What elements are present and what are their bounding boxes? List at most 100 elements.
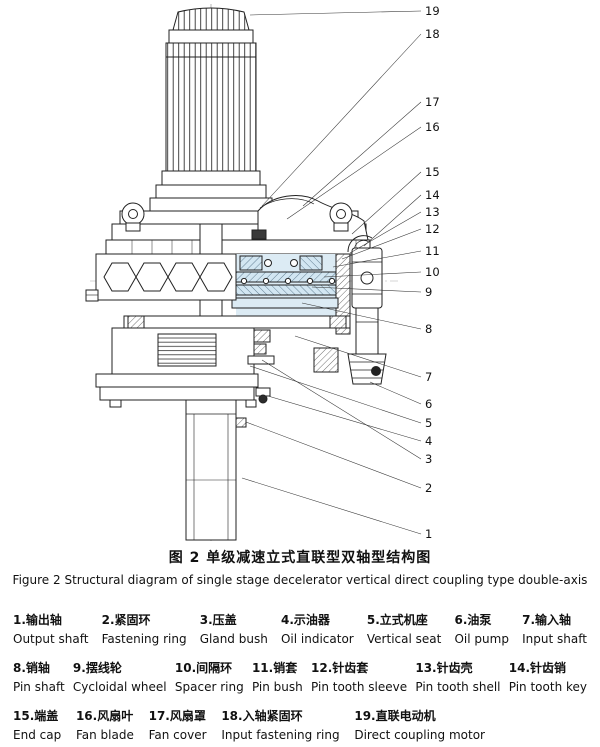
direct-coupling-motor	[149, 7, 273, 212]
legend-item-10: 10.间隔环 Spacer ring	[175, 659, 244, 694]
legend-row-2: 8.销轴 Pin shaft 9.摆线轮 Cycloidal wheel 10.…	[13, 659, 587, 694]
legend-item-16: 16.风扇叶 Fan blade	[76, 707, 134, 742]
legend-label-en: Input shaft	[522, 632, 587, 646]
legend-item-2: 2.紧固环 Fastening ring	[102, 611, 187, 646]
output-shaft	[185, 399, 237, 541]
oil-pump	[347, 235, 387, 385]
legend-label-zh: 12.针齿套	[311, 661, 369, 675]
legend-item-18: 18.入轴紧固环 Input fastening ring	[221, 707, 339, 742]
legend-label-zh: 14.针齿销	[508, 661, 567, 675]
drain-plug	[85, 289, 99, 302]
legend-label-en: Input fastening ring	[221, 728, 340, 742]
lower-housing	[111, 327, 255, 375]
legend-label-zh: 6.油泵	[454, 613, 492, 627]
legend-label-zh: 3.压盖	[199, 613, 237, 627]
legend-item-14: 14.针齿销 Pin tooth key	[509, 659, 587, 694]
legend-label-zh: 2.紧固环	[101, 613, 151, 627]
legend-label-zh: 18.入轴紧固环	[221, 709, 303, 723]
legend-label-zh: 8.销轴	[13, 661, 50, 675]
callout-18: 18	[425, 27, 440, 41]
vertical-seat-housing	[85, 253, 237, 302]
callout-12: 12	[425, 222, 440, 236]
legend-label-zh: 15.端盖	[13, 709, 59, 723]
legend-label-en: Fan cover	[148, 728, 207, 742]
legend-label-en: Gland bush	[199, 632, 268, 646]
callout-16: 16	[425, 120, 440, 134]
callout-19: 19	[425, 4, 440, 18]
legend-label-en: Output shaft	[13, 632, 89, 646]
legend-label-en: Pin shaft	[13, 680, 65, 694]
callout-7: 7	[425, 370, 432, 384]
legend-label-en: Pin tooth key	[508, 680, 587, 694]
legend-label-zh: 1.输出轴	[13, 613, 62, 627]
legend-item-15: 15.端盖 End cap	[13, 707, 61, 742]
legend-item-4: 4.示油器 Oil indicator	[281, 611, 354, 646]
callout-17: 17	[425, 95, 440, 109]
legend-label-zh: 10.间隔环	[174, 661, 233, 675]
legend-item-19: 19.直联电动机 Direct coupling motor	[354, 707, 485, 742]
legend-label-zh: 7.输入轴	[522, 613, 572, 627]
callout-4: 4	[425, 434, 432, 448]
legend-label-zh: 16.风扇叶	[75, 709, 134, 723]
callout-9: 9	[425, 285, 432, 299]
gland-bush	[253, 343, 267, 355]
figure-caption-en: Figure 2 Structural diagram of single st…	[12, 573, 588, 587]
legend-label-en: Direct coupling motor	[354, 728, 485, 742]
legend-label-zh: 9.摆线轮	[72, 661, 122, 675]
legend-label-zh: 4.示油器	[280, 613, 330, 627]
fan-blade	[259, 198, 315, 209]
reducer-top-flange	[105, 239, 371, 255]
legend-item-12: 12.针齿套 Pin tooth sleeve	[311, 659, 407, 694]
base-flange	[95, 373, 259, 408]
legend-label-en: Pin tooth sleeve	[311, 680, 408, 694]
legend-label-en: Cycloidal wheel	[72, 680, 167, 694]
legend-label-en: Oil indicator	[280, 632, 354, 646]
legend-item-1: 1.输出轴 Output shaft	[13, 611, 88, 646]
callout-11: 11	[425, 244, 440, 258]
lifting-eye-right	[329, 202, 353, 232]
legend-item-17: 17.风扇罩 Fan cover	[149, 707, 207, 742]
legend-label-en: Vertical seat	[366, 632, 442, 646]
legend-item-5: 5.立式机座 Vertical seat	[367, 611, 441, 646]
reducer-cross-section-drawing: 19 18 17 16 15 14 13 12 11 10 9 8 7 6 5 …	[85, 4, 440, 542]
legend-label-zh: 11.销套	[251, 661, 298, 675]
mid-flange	[123, 315, 351, 329]
pump-mount	[313, 347, 339, 373]
cycloidal-wheel-lower	[225, 284, 347, 296]
oil-indicator	[258, 394, 268, 404]
legend-item-9: 9.摆线轮 Cycloidal wheel	[73, 659, 167, 694]
legend-label-en: Oil pump	[454, 632, 509, 646]
callout-numbers: 19 18 17 16 15 14 13 12 11 10 9 8 7 6 5 …	[425, 4, 440, 541]
callout-10: 10	[425, 265, 440, 279]
callout-14: 14	[425, 188, 440, 202]
input-fastening-ring	[251, 229, 267, 240]
callout-5: 5	[425, 416, 432, 430]
parts-legend: 1.输出轴 Output shaft 2.紧固环 Fastening ring …	[0, 587, 600, 742]
legend-label-en: Pin tooth shell	[415, 680, 501, 694]
legend-label-en: Fan blade	[75, 728, 134, 742]
callout-2: 2	[425, 481, 432, 495]
callout-1: 1	[425, 527, 432, 541]
legend-row-3: 15.端盖 End cap 16.风扇叶 Fan blade 17.风扇罩 Fa…	[13, 707, 485, 742]
legend-label-en: End cap	[13, 728, 62, 742]
legend-label-zh: 19.直联电动机	[354, 709, 436, 723]
legend-label-zh: 13.针齿壳	[415, 661, 473, 675]
pin-tooth-shell	[335, 253, 351, 335]
legend-item-13: 13.针齿壳 Pin tooth shell	[415, 659, 500, 694]
legend-label-zh: 17.风扇罩	[148, 709, 206, 723]
figure-caption-zh: 图 2 单级减速立式直联型双轴型结构图	[168, 550, 432, 566]
callout-13: 13	[425, 205, 440, 219]
callout-6: 6	[425, 397, 432, 411]
figure-caption: 图 2 单级减速立式直联型双轴型结构图 Figure 2 Structural …	[0, 547, 600, 587]
leader-lines	[241, 10, 422, 535]
legend-row-1: 1.输出轴 Output shaft 2.紧固环 Fastening ring …	[13, 611, 587, 646]
legend-item-3: 3.压盖 Gland bush	[200, 611, 268, 646]
legend-label-en: Spacer ring	[174, 680, 244, 694]
callout-3: 3	[425, 452, 432, 466]
legend-item-6: 6.油泵 Oil pump	[454, 611, 508, 646]
legend-item-7: 7.输入轴 Input shaft	[522, 611, 587, 646]
legend-item-11: 11.销套 Pin bush	[252, 659, 303, 694]
legend-label-en: Pin bush	[251, 680, 303, 694]
callout-8: 8	[425, 322, 432, 336]
